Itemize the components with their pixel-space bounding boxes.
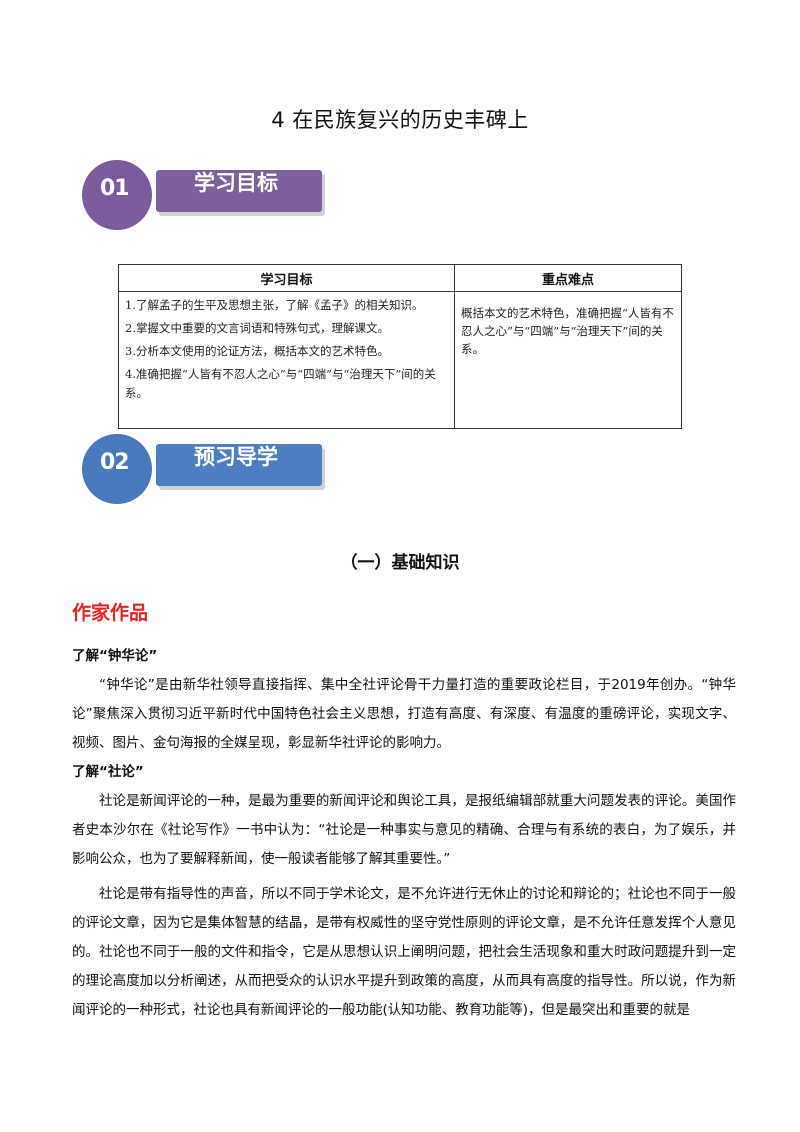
- goals-cell: 1.了解孟子的生平及思想主张，了解《孟子》的相关知识。 2.掌握文中重要的文言词…: [118, 291, 455, 429]
- heading-zhonghualun: 了解“钟华论”: [72, 648, 158, 664]
- section-number: 02: [100, 450, 130, 475]
- section-header-goals: 01 学习目标: [82, 160, 342, 230]
- table-header-key-points: 重点难点: [454, 264, 682, 292]
- section-label: 学习目标: [194, 171, 278, 195]
- section-header-preview: 02 预习导学: [82, 434, 342, 504]
- table-header-row: 学习目标 重点难点: [118, 264, 682, 292]
- goals-table: 学习目标 重点难点 1.了解孟子的生平及思想主张，了解《孟子》的相关知识。 2.…: [118, 264, 682, 429]
- paragraph: “钟华论”是由新华社领导直接指挥、集中全社评论骨干力量打造的重要政论栏目，于20…: [72, 677, 736, 751]
- body-content: 了解“钟华论” “钟华论”是由新华社领导直接指挥、集中全社评论骨干力量打造的重要…: [72, 642, 736, 1025]
- page-title: 4 在民族复兴的历史丰碑上: [271, 108, 529, 132]
- red-heading: 作家作品: [72, 602, 149, 624]
- section-label-bar: 学习目标: [156, 170, 322, 212]
- section-label: 预习导学: [194, 445, 278, 469]
- table-row: 1.了解孟子的生平及思想主张，了解《孟子》的相关知识。 2.掌握文中重要的文言词…: [118, 291, 682, 429]
- goal-item: 3.分析本文使用的论证方法，概括本文的艺术特色。: [125, 344, 389, 358]
- goal-item: 4.准确把握“人皆有不忍人之心”与“四端”与“治理天下”间的关系。: [125, 367, 436, 400]
- goal-item: 1.了解孟子的生平及思想主张，了解《孟子》的相关知识。: [125, 298, 424, 312]
- goal-item: 2.掌握文中重要的文言词语和特殊句式，理解课文。: [125, 321, 389, 335]
- heading-shelun: 了解“社论”: [72, 764, 144, 780]
- table-header-goals: 学习目标: [118, 264, 455, 292]
- paragraph: 社论是带有指导性的声音，所以不同于学术论文，是不允许进行无休止的讨论和辩论的；社…: [72, 886, 736, 1018]
- section-number-badge: 02: [82, 434, 152, 504]
- key-points-text: 概括本文的艺术特色，准确把握“人皆有不忍人之心”与“四端”与“治理天下”间的关系…: [461, 306, 674, 356]
- paragraph: 社论是新闻评论的一种，是最为重要的新闻评论和舆论工具，是报纸编辑部就重大问题发表…: [72, 793, 736, 867]
- subsection-title: （一）基础知识: [340, 553, 460, 573]
- key-points-cell: 概括本文的艺术特色，准确把握“人皆有不忍人之心”与“四端”与“治理天下”间的关系…: [454, 291, 682, 429]
- section-number-badge: 01: [82, 160, 152, 230]
- section-number: 01: [100, 176, 130, 201]
- section-label-bar: 预习导学: [156, 444, 322, 486]
